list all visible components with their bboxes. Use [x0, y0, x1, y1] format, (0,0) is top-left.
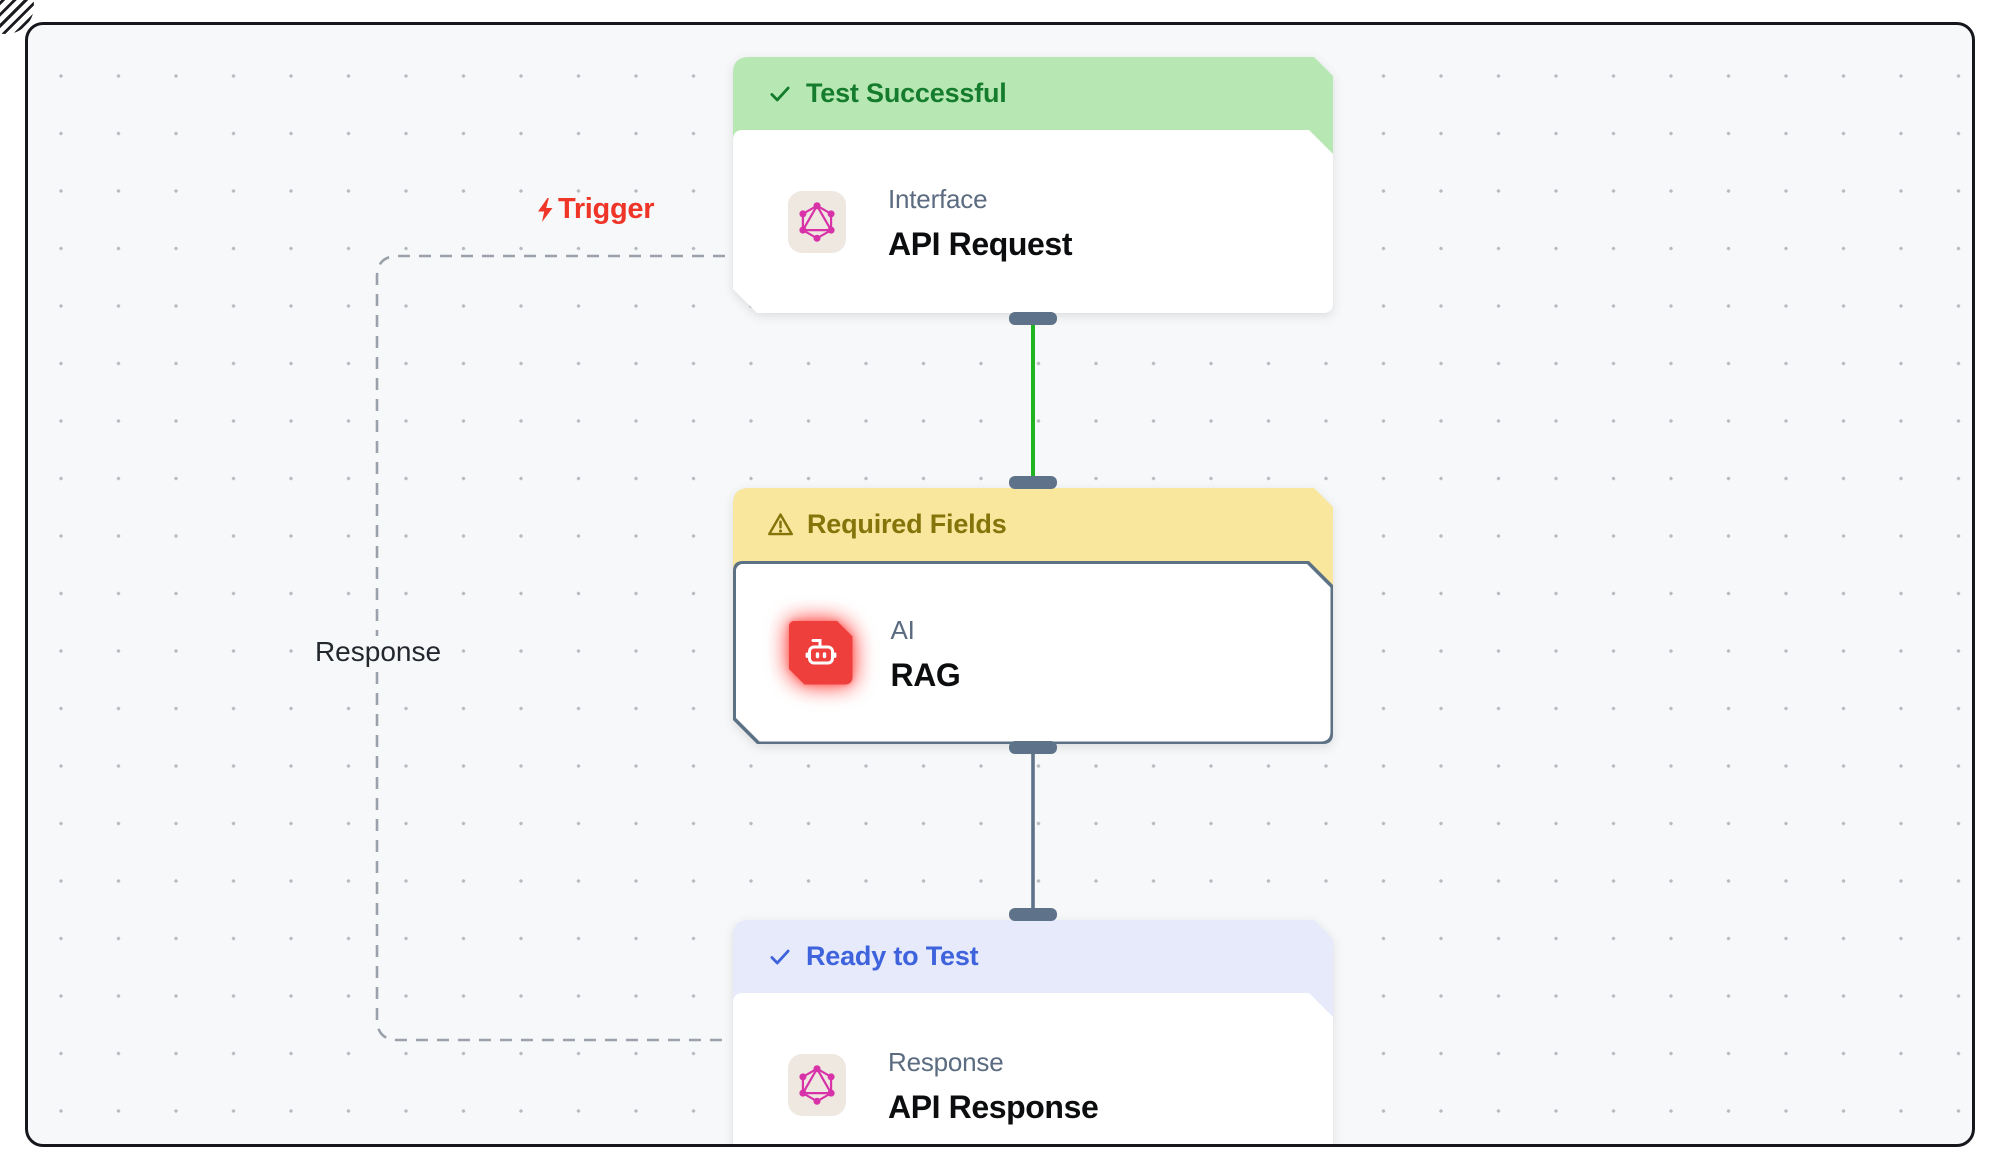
- node-category: Response: [888, 1047, 1004, 1077]
- edges-layer: [375, 254, 1035, 1042]
- trigger-annotation: Trigger: [533, 193, 655, 226]
- node-title: API Response: [888, 1089, 1099, 1125]
- graphql-icon: [788, 1054, 846, 1116]
- connector-handle-rag-out[interactable]: [1009, 741, 1057, 754]
- robot-icon: [789, 621, 853, 685]
- connector-handle-rag-in[interactable]: [1009, 476, 1057, 489]
- trigger-label: Trigger: [558, 193, 655, 225]
- node-selection-border: AI RAG: [733, 561, 1333, 744]
- node-body: Interface API Request: [733, 130, 1333, 313]
- warning-icon: [767, 512, 794, 537]
- connector-handle-api-response-in[interactable]: [1009, 908, 1057, 921]
- check-icon: [767, 944, 793, 970]
- node-body: Response API Response: [733, 993, 1333, 1147]
- node-category: AI: [890, 615, 915, 645]
- node-api-request[interactable]: Test Successful: [733, 57, 1333, 313]
- status-label: Required Fields: [807, 509, 1007, 539]
- status-label: Ready to Test: [806, 941, 979, 971]
- check-icon: [767, 81, 793, 107]
- lightning-bolt-icon: [538, 197, 553, 222]
- node-api-response[interactable]: Ready to Test R: [733, 920, 1333, 1147]
- status-label: Test Successful: [806, 78, 1007, 108]
- response-annotation: Response: [310, 636, 446, 668]
- node-title: RAG: [890, 657, 961, 693]
- workflow-canvas[interactable]: Trigger Test Successful: [25, 22, 1975, 1147]
- node-body: AI RAG: [736, 564, 1331, 742]
- node-category: Interface: [888, 184, 988, 214]
- node-rag[interactable]: Required Fields: [733, 488, 1333, 744]
- graphql-icon: [788, 191, 846, 253]
- connector-handle-api-request-out[interactable]: [1009, 312, 1057, 325]
- node-title: API Request: [888, 226, 1073, 262]
